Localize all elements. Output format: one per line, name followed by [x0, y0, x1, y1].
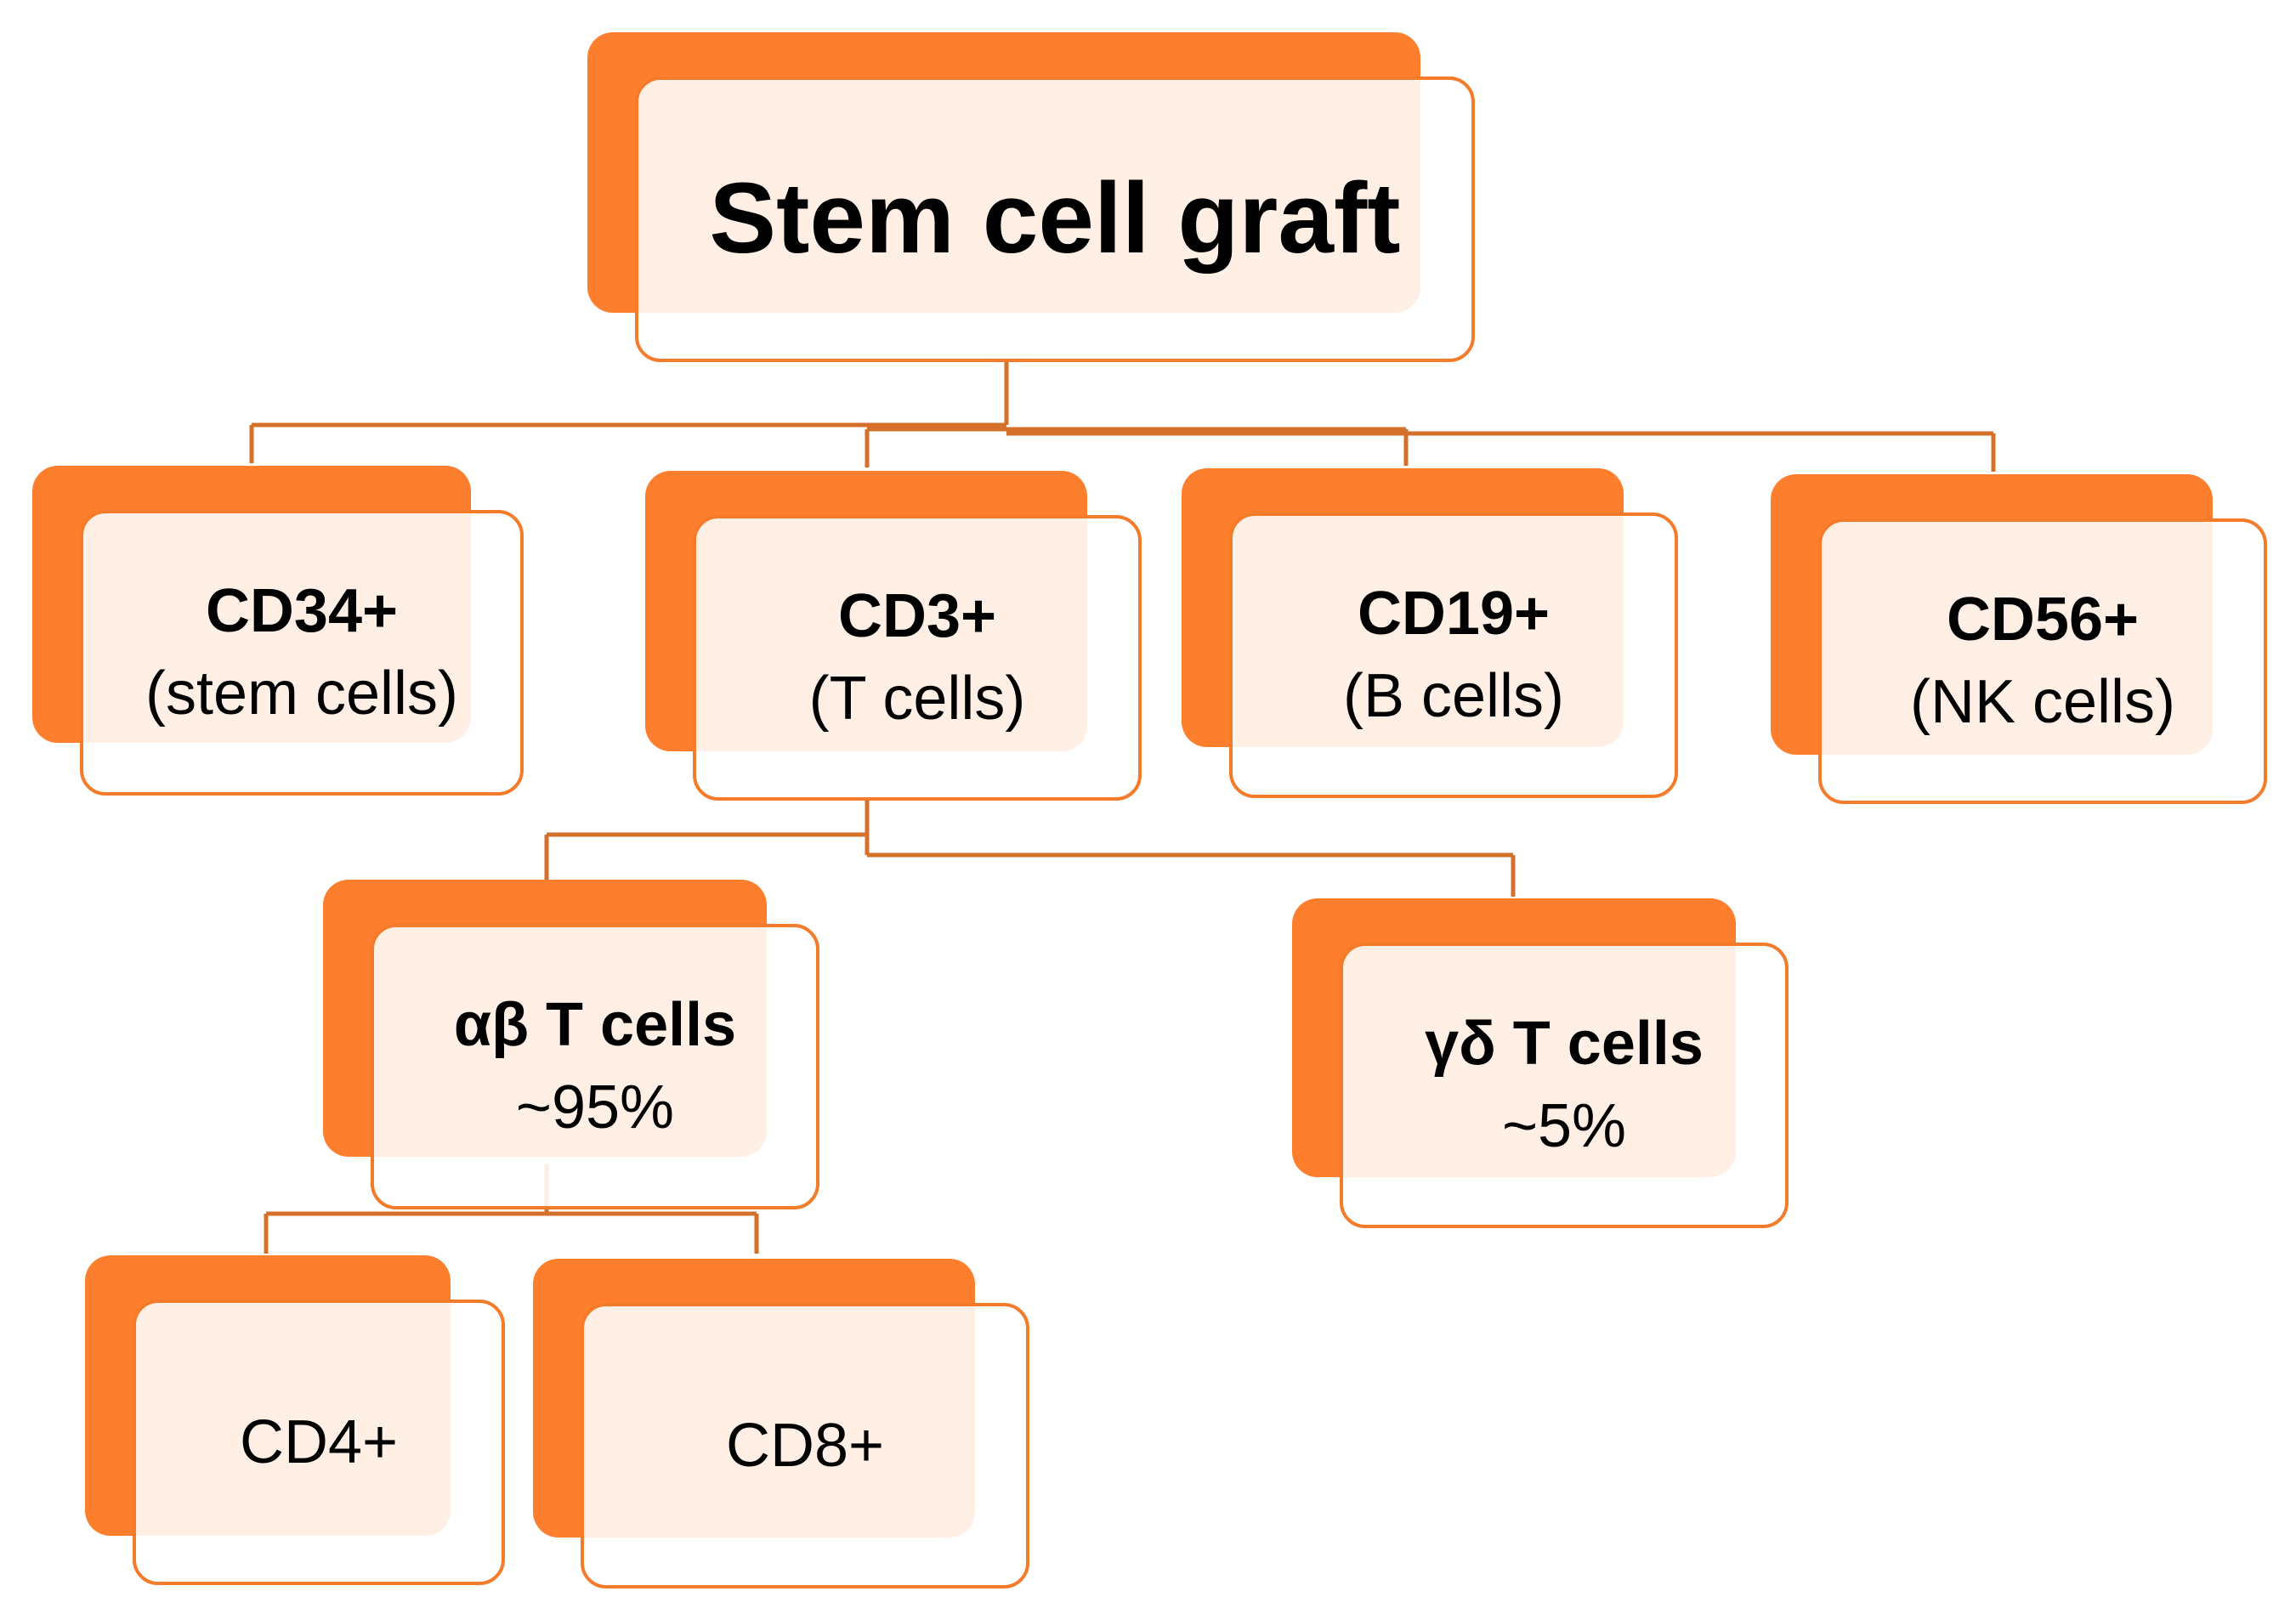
node-subtitle: (NK cells) [1909, 668, 2175, 736]
node-cd4: CD4+ [85, 1255, 505, 1587]
node-subtitle: (T cells) [808, 665, 1026, 733]
node-title: CD3+ [837, 581, 997, 650]
node-label: CD4+ [239, 1407, 399, 1476]
node-card: CD8+ [581, 1303, 1029, 1589]
node-stem-cell-graft: Stem cell graft [587, 32, 1475, 364]
node-title: αβ T cells [453, 990, 737, 1059]
node-cd8: CD8+ [533, 1259, 1029, 1590]
node-gd-t-cells: γδ T cells ~5% [1292, 898, 1789, 1230]
node-cd3: CD3+ (T cells) [645, 471, 1142, 802]
node-subtitle: ~5% [1501, 1092, 1627, 1160]
node-subtitle: (B cells) [1342, 662, 1564, 730]
node-title: CD56+ [1946, 585, 2140, 654]
node-cd19: CD19+ (B cells) [1182, 468, 1678, 800]
node-cd56: CD56+ (NK cells) [1771, 474, 2267, 806]
node-title: CD34+ [205, 576, 399, 645]
node-cd34: CD34+ (stem cells) [32, 466, 524, 797]
node-card: CD4+ [133, 1300, 505, 1585]
node-card: αβ T cells ~95% [371, 924, 819, 1209]
node-card: CD56+ (NK cells) [1818, 518, 2267, 804]
node-card: Stem cell graft [635, 76, 1475, 362]
node-subtitle: ~95% [515, 1073, 675, 1141]
node-card: γδ T cells ~5% [1340, 943, 1789, 1228]
node-title: γδ T cells [1425, 1009, 1704, 1078]
node-ab-t-cells: αβ T cells ~95% [323, 880, 819, 1211]
node-subtitle: (stem cells) [145, 660, 458, 728]
node-label: CD8+ [725, 1411, 885, 1480]
node-card: CD3+ (T cells) [693, 515, 1142, 801]
node-card: CD34+ (stem cells) [80, 510, 524, 796]
node-title: Stem cell graft [709, 162, 1401, 275]
node-title: CD19+ [1357, 579, 1551, 648]
node-card: CD19+ (B cells) [1229, 513, 1678, 798]
